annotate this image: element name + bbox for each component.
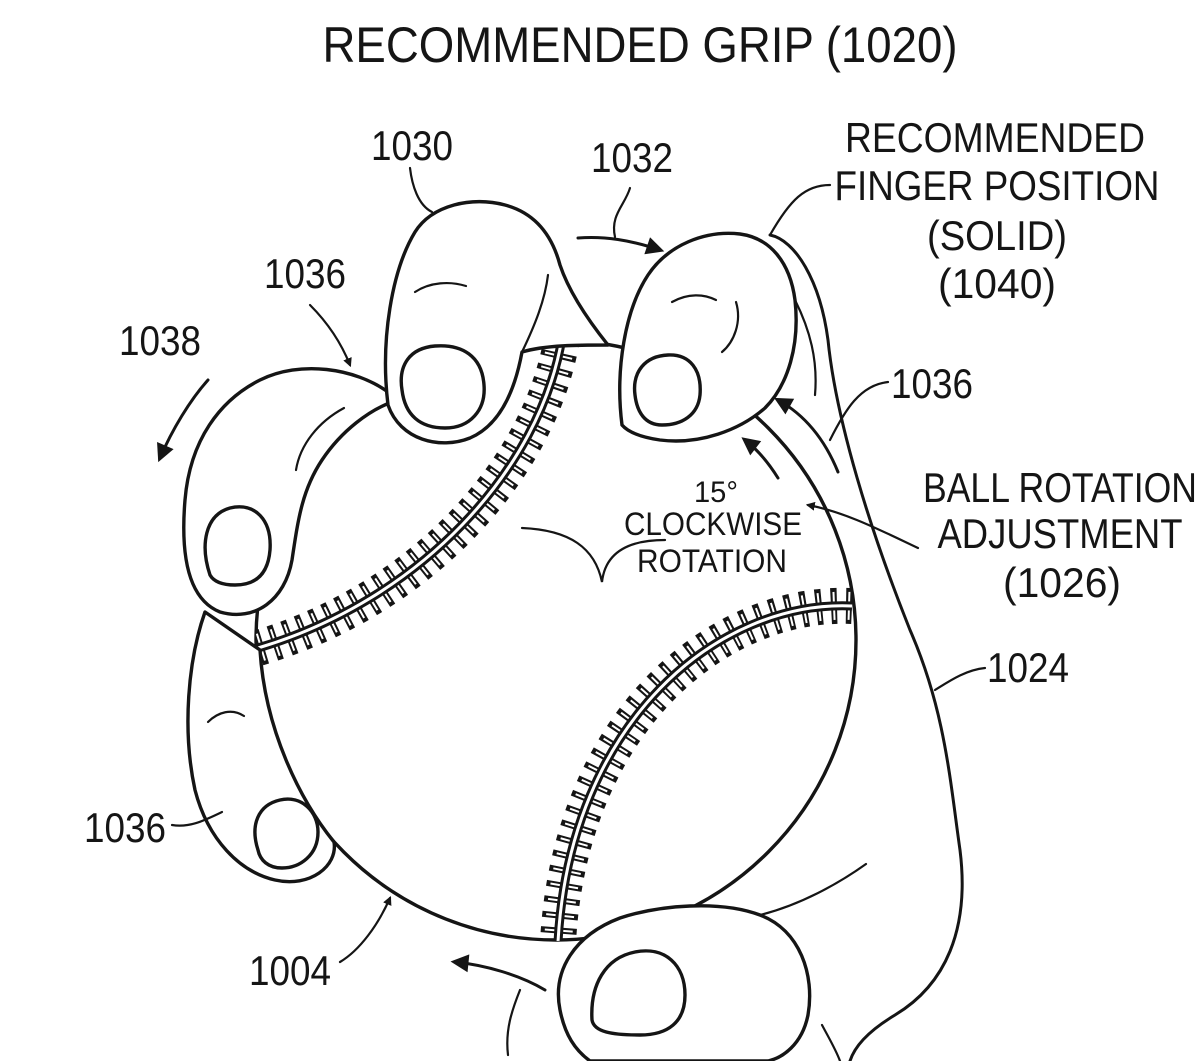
label-1024: 1024: [987, 644, 1069, 691]
index-finger-crease: [413, 281, 468, 294]
bottom-rotation-arrow: [450, 954, 547, 992]
clockwise-rotation-arrow: [741, 437, 780, 480]
right-finger-arrow: [774, 397, 840, 474]
label-1004: 1004: [249, 947, 331, 994]
label-1032: 1032: [591, 134, 673, 181]
rotation-note-direction: CLOCKWISE: [624, 506, 802, 542]
ball-seams: [255, 339, 853, 941]
middle-finger-crease: [670, 294, 718, 304]
label-1038: 1038: [119, 317, 201, 364]
rotation-brace: [520, 526, 667, 583]
rotation-note-word: ROTATION: [637, 543, 787, 579]
palm-outline: [768, 233, 964, 1061]
ball-rotation-adjustment-line2: ADJUSTMENT: [938, 510, 1183, 557]
finger-bottom-left-crease: [206, 710, 246, 724]
leader-1032: [612, 186, 632, 239]
middle-finger-side-line: [720, 300, 740, 354]
leader-1036-right: [828, 380, 890, 442]
ball-rotation-adjustment-line1: BALL ROTATION: [923, 464, 1197, 511]
leader-1036-bottom-left: [170, 810, 224, 827]
seam-lower-line-gap: [556, 604, 853, 941]
recommended-finger-position-line4: (1040): [938, 260, 1056, 307]
hand: [182, 199, 964, 1061]
labels: 1030 1032 RECOMMENDED FINGER POSITION (S…: [84, 114, 1197, 994]
recommended-finger-position-line3: (SOLID): [927, 212, 1067, 259]
leader-1036-top-left: [308, 303, 352, 368]
finger-top-left-crease: [294, 406, 346, 472]
leader-1030: [408, 166, 434, 214]
arrows: [157, 236, 840, 992]
thumb-web-line: [758, 862, 868, 917]
rotation-note-degrees: 15°: [694, 476, 738, 509]
index-finger-knuckle-line: [520, 273, 550, 354]
finger-movement-arrow: [576, 236, 665, 255]
label-1036-right: 1036: [891, 360, 973, 407]
finger-bottom-left-nail: [253, 797, 320, 870]
thumb-nail: [590, 949, 687, 1037]
label-1036-top-left: 1036: [264, 250, 346, 297]
left-rotation-arrow: [157, 378, 210, 463]
diagram-title: RECOMMENDED GRIP (1020): [323, 17, 958, 73]
leader-lines: [170, 166, 987, 1057]
middle-finger-nail: [632, 353, 702, 427]
leader-1024: [933, 666, 987, 692]
leader-1026: [805, 501, 920, 550]
index-finger-nail: [399, 344, 486, 430]
ball-rotation-adjustment-line3: (1026): [1003, 559, 1121, 606]
recommended-finger-position-line1: RECOMMENDED: [845, 114, 1145, 161]
palm-lower-crease: [820, 1023, 842, 1061]
label-1030: 1030: [371, 122, 453, 169]
leader-bottom: [506, 988, 522, 1057]
baseball: [254, 338, 858, 942]
palm-inner-line: [793, 298, 817, 397]
seam-upper-line-gap: [257, 339, 564, 650]
leader-1040: [768, 183, 832, 237]
finger-top-left-nail: [203, 505, 272, 587]
label-1036-bottom-left: 1036: [84, 804, 166, 851]
leader-1004: [338, 895, 392, 964]
recommended-finger-position-line2: FINGER POSITION: [835, 162, 1160, 209]
